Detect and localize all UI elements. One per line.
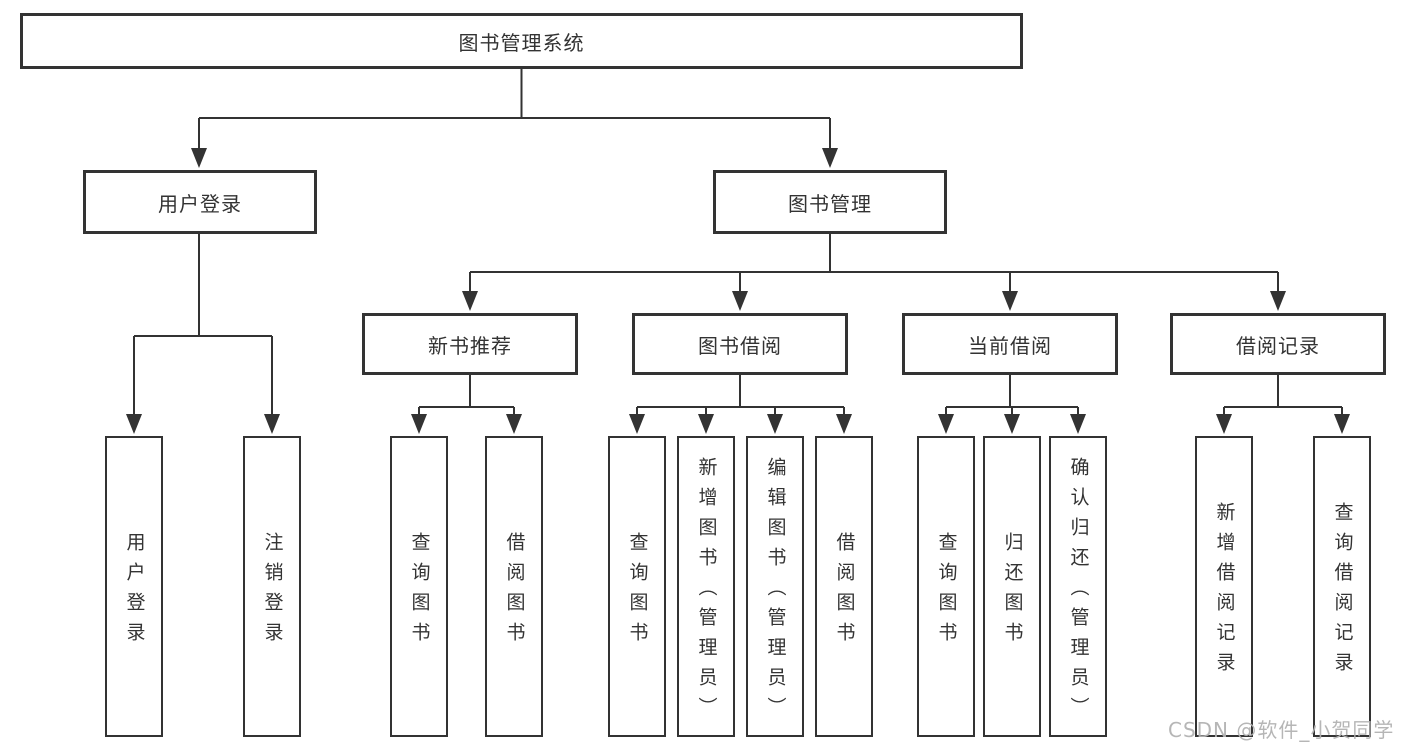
node-label: 查询借阅记录	[1331, 502, 1354, 682]
node-login-user-login: 用户登录	[105, 436, 163, 737]
node-user-login: 用户登录	[83, 170, 317, 234]
node-label: 确认归还（管理员）	[1067, 457, 1090, 727]
node-label: 归还图书	[1001, 532, 1024, 652]
node-records-query-record: 查询借阅记录	[1313, 436, 1371, 737]
node-borrow-edit-books-admin: 编辑图书（管理员）	[746, 436, 804, 737]
node-label: 借阅图书	[503, 532, 526, 652]
node-label: 查询图书	[626, 532, 649, 652]
node-label: 注销登录	[261, 532, 284, 652]
node-label: 借阅记录	[1236, 333, 1320, 358]
node-label: 图书管理	[788, 191, 872, 216]
node-borrow-borrow-books: 借阅图书	[815, 436, 873, 737]
node-label: 借阅图书	[833, 532, 856, 652]
node-label: 当前借阅	[968, 333, 1052, 358]
csdn-watermark: CSDN @软件_小贺同学	[1168, 718, 1395, 742]
node-new-book-recommend: 新书推荐	[362, 313, 578, 375]
node-label: 图书管理系统	[458, 30, 585, 55]
node-current-confirm-return-admin: 确认归还（管理员）	[1049, 436, 1107, 737]
node-current-borrowing: 当前借阅	[902, 313, 1118, 375]
node-records-add-record: 新增借阅记录	[1195, 436, 1253, 737]
node-book-borrowing: 图书借阅	[632, 313, 848, 375]
node-label: 查询图书	[935, 532, 958, 652]
node-current-return-books: 归还图书	[983, 436, 1041, 737]
node-recommend-borrow-books: 借阅图书	[485, 436, 543, 737]
node-login-logout: 注销登录	[243, 436, 301, 737]
node-borrowing-records: 借阅记录	[1170, 313, 1386, 375]
node-label: 图书借阅	[698, 333, 782, 358]
node-label: 编辑图书（管理员）	[764, 457, 787, 727]
node-book-management: 图书管理	[713, 170, 947, 234]
node-recommend-query-books: 查询图书	[390, 436, 448, 737]
node-borrow-query-books: 查询图书	[608, 436, 666, 737]
node-label: 新书推荐	[428, 333, 512, 358]
node-label: 用户登录	[158, 191, 242, 216]
node-label: 新增借阅记录	[1213, 502, 1236, 682]
node-current-query-books: 查询图书	[917, 436, 975, 737]
arrowhead-icons	[126, 148, 1350, 434]
node-label: 新增图书（管理员）	[695, 457, 718, 727]
node-label: 查询图书	[408, 532, 431, 652]
node-label: 用户登录	[123, 532, 146, 652]
node-borrow-add-books-admin: 新增图书（管理员）	[677, 436, 735, 737]
node-root-system: 图书管理系统	[20, 13, 1023, 69]
